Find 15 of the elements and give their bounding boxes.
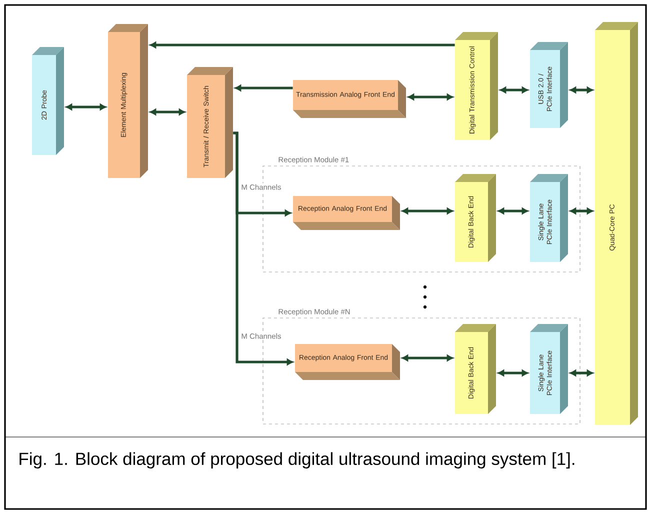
- arrow: [498, 370, 528, 376]
- caption: Fig. 1. Block diagram of proposed digital ultrasound imaging system [1].: [20, 452, 574, 469]
- arrow: [498, 208, 528, 214]
- arrow: [570, 86, 594, 94]
- arrow: [402, 354, 454, 362]
- arrow: [150, 108, 186, 116]
- arrow: [233, 132, 294, 366]
- arrow: [500, 86, 528, 94]
- arrow: [150, 42, 455, 48]
- arrow: [408, 94, 454, 100]
- arrow: [570, 370, 594, 376]
- arrow: [66, 104, 106, 110]
- arrow: [570, 208, 594, 214]
- arrow: [402, 208, 454, 214]
- arrow: [234, 84, 293, 92]
